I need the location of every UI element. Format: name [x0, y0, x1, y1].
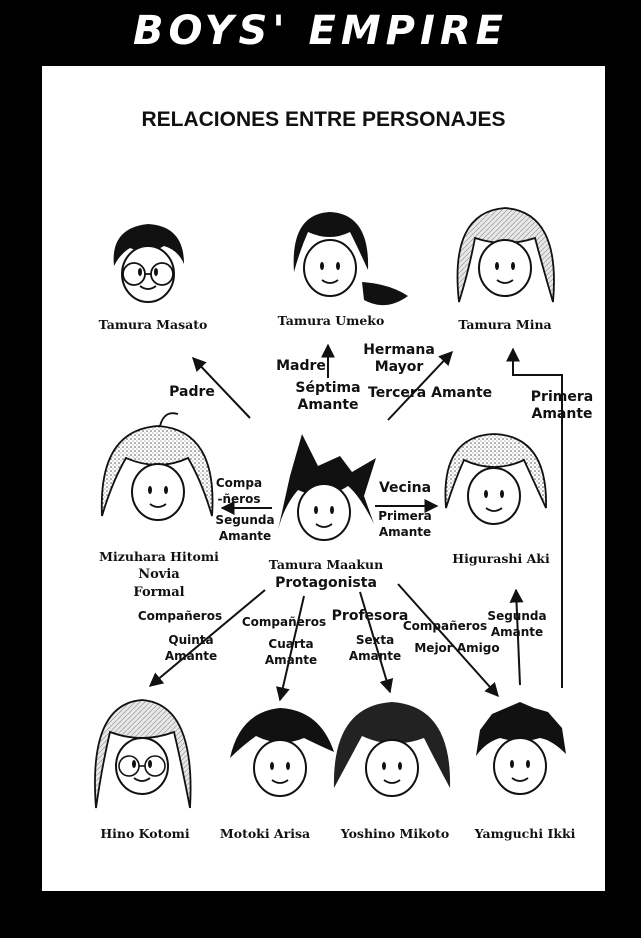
hitomi-role-novia: Novia	[138, 567, 180, 582]
diagram-heading: RELACIONES ENTRE PERSONAJES	[141, 108, 506, 131]
name-tamura-masato: Tamura Masato	[98, 317, 208, 332]
portrait-tamura-mina	[456, 207, 555, 303]
label-quinta-2: Amante	[164, 649, 218, 663]
portrait-tamura-masato	[113, 224, 184, 303]
name-tamura-mina: Tamura Mina	[458, 317, 552, 332]
label-profesora: Profesora	[331, 608, 409, 624]
name-hino-kotomi: Hino Kotomi	[100, 826, 190, 841]
arrow-companeros-ikki	[397, 583, 499, 698]
label-sexta-2: Amante	[348, 649, 402, 663]
label-companeros-ikki: Compañeros	[402, 619, 488, 633]
banner: BOYS' EMPIRE	[0, 0, 641, 62]
label-cuarta-2: Amante	[264, 653, 318, 667]
arrow-companeros-arisa	[276, 595, 305, 702]
portrait-tamura-maakun	[278, 434, 376, 541]
hitomi-role-formal: Formal	[133, 585, 185, 600]
arrow-companeros-kotomi	[148, 589, 266, 687]
name-yamguchi-ikki: Yamguchi Ikki	[474, 826, 576, 841]
label-compa-2: -ñeros	[217, 492, 261, 506]
label-septima-2: Amante	[297, 397, 359, 413]
label-primera-mina-2: Amante	[531, 406, 593, 422]
label-segunda-hitomi-1: Segunda	[215, 513, 275, 527]
label-compa-1: Compa	[215, 476, 263, 490]
label-segunda-hitomi-2: Amante	[218, 529, 272, 543]
portrait-yoshino-mikoto	[333, 702, 451, 797]
portrait-motoki-arisa	[230, 708, 334, 797]
maakun-role-protagonista: Protagonista	[275, 575, 377, 591]
name-higurashi-aki: Higurashi Aki	[452, 551, 550, 566]
label-companeros-kotomi: Compañeros	[137, 609, 223, 623]
label-hermana-2: Mayor	[374, 359, 424, 375]
label-vecina: Vecina	[378, 480, 432, 496]
arrow-padre	[192, 356, 251, 419]
arrow-primera-mina	[506, 347, 563, 688]
label-primera-mina-1: Primera	[530, 389, 594, 405]
banner-title: BOYS' EMPIRE	[133, 8, 508, 54]
portrait-mizuhara-hitomi	[100, 412, 214, 521]
label-quinta-1: Quinta	[168, 633, 214, 647]
label-padre: Padre	[169, 384, 215, 400]
label-tercera-amante: Tercera Amante	[368, 385, 493, 401]
label-cuarta-1: Cuarta	[268, 637, 314, 651]
name-motoki-arisa: Motoki Arisa	[219, 826, 311, 841]
name-mizuhara-hitomi: Mizuhara Hitomi	[99, 549, 219, 564]
label-primera-aki-1: Primera	[378, 509, 432, 523]
arrow-profesora	[359, 591, 394, 694]
name-yoshino-mikoto: Yoshino Mikoto	[340, 826, 450, 841]
label-companeros-arisa: Compañeros	[241, 615, 327, 629]
portrait-yamguchi-ikki	[476, 702, 566, 795]
arrow-hermana	[387, 350, 453, 421]
portrait-higurashi-aki	[444, 433, 547, 525]
label-segunda-aki-1: Segunda	[487, 609, 547, 623]
label-mejor-amigo: Mejor Amigo	[414, 641, 500, 655]
portrait-hino-kotomi	[94, 699, 192, 809]
label-madre: Madre	[276, 358, 326, 374]
label-hermana-1: Hermana	[363, 342, 435, 358]
name-tamura-maakun: Tamura Maakun	[268, 557, 384, 572]
portrait-tamura-umeko	[293, 212, 408, 306]
label-septima-1: Séptima	[295, 380, 361, 396]
name-tamura-umeko: Tamura Umeko	[277, 313, 385, 328]
label-segunda-aki-2: Amante	[490, 625, 544, 639]
label-primera-aki-2: Amante	[378, 525, 432, 539]
arrow-segunda-aki	[509, 588, 524, 686]
label-sexta-1: Sexta	[355, 633, 395, 647]
relation-arrows	[148, 343, 563, 702]
